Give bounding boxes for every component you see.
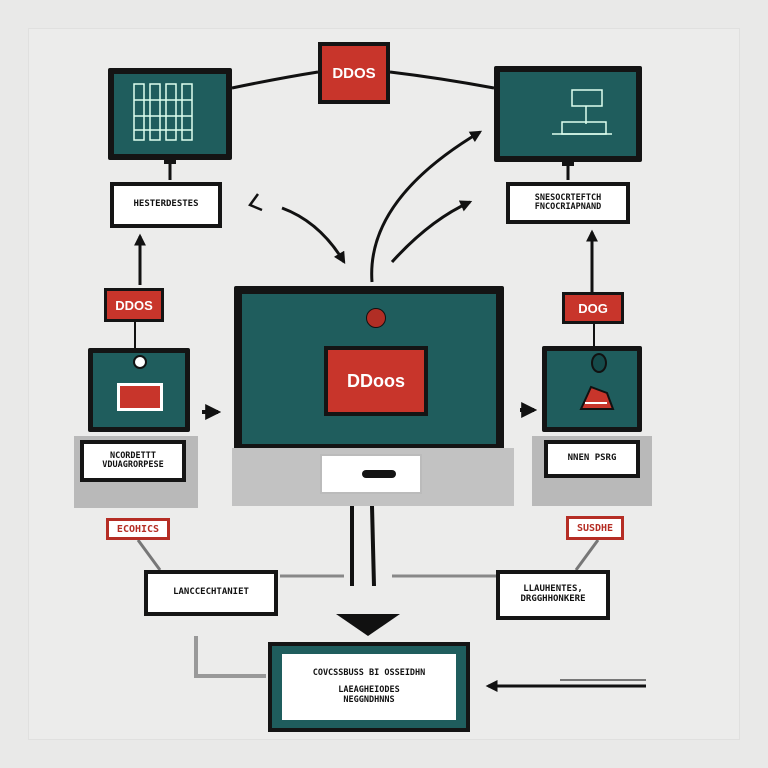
tag-top-ddos: DDOS [318,42,390,104]
top-left-monitor [108,68,232,160]
network-device-icon [552,89,612,135]
link-bottom-left-tag [136,539,162,571]
label-bottom-line-2: LAEAGHEIODES [338,685,400,696]
label-mid-left-line-2: VDUAGRORPESE [102,460,164,470]
label-mid-right: NNEN PSRG [544,440,640,478]
arrow-center-right [390,200,473,264]
label-low-left: LANCCECHTANIET [144,570,278,616]
label-low-right-line-1: LLAUHENTES, [523,584,583,595]
top-right-monitor [494,66,642,162]
label-bottom: COVCSSBUSS BI OSSEIDHN LAEAGHEIODES NEGG… [282,654,456,720]
top-right-monitor-stand [562,162,574,166]
label-mid-left: NCORDETTT VDUAGRORPESE [80,440,186,482]
bottom-box: COVCSSBUSS BI OSSEIDHN LAEAGHEIODES NEGG… [268,642,470,732]
label-mid-left-line-1: NCORDETTT [109,450,157,461]
link-bottom-right-tag [574,539,600,571]
right-monitor [542,346,642,432]
tag-bottom-right: SUSDHE [566,516,624,540]
arrow-to-center [281,206,346,265]
left-monitor-alert-icon [117,383,163,411]
label-low-right-line-2: DRGGHHONKERE [520,594,586,604]
link-bottom-left-elbow [194,636,266,678]
tag-bottom-left: ECOHICS [106,518,170,540]
center-monitor-button [362,470,396,478]
tag-right-dog: DOG [562,292,624,324]
center-monitor-slot [320,454,422,494]
center-monitor: DDoos [234,286,504,452]
label-top-left: HESTERDESTES [110,182,222,228]
link-top-tag-to-top-right [389,70,495,90]
tag-center-ddoos: DDoos [324,346,428,416]
top-left-monitor-stand [164,160,176,164]
label-bottom-line-1: COVCSSBUSS BI OSSEIDHN [312,667,426,678]
left-monitor [88,348,190,432]
right-monitor-alert-icon [579,385,615,410]
arrow-center-up [370,130,483,283]
down-arrow-head [336,614,400,636]
right-monitor-pin-icon [591,353,607,373]
label-bottom-line-3: NEGGNDHNNS [343,694,395,705]
label-top-right-line-2: FNCOCRIAPNAND [534,202,602,212]
center-monitor-camera-icon [366,308,386,328]
left-monitor-pin-icon [133,355,147,369]
down-line-b [370,505,376,587]
label-top-right-line-1: SNESOCRTEFTCH [534,192,602,203]
server-rack-icon [133,83,193,141]
stray-mark [248,193,263,212]
label-low-right: LLAUHENTES, DRGGHHONKERE [496,570,610,620]
label-top-right: SNESOCRTEFTCH FNCOCRIAPNAND [506,182,630,224]
link-top-left-to-top-tag [231,70,319,90]
tag-left-ddos: DDOS [104,288,164,322]
